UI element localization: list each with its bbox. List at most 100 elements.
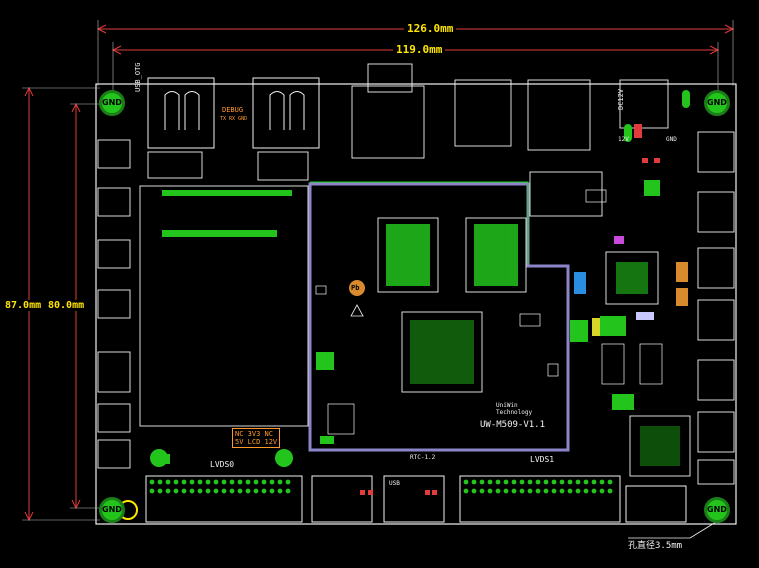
lvds-pin: [149, 488, 155, 494]
lvds-pin: [511, 488, 517, 494]
lvds-pin: [261, 479, 267, 485]
lvds-pin: [487, 479, 493, 485]
lvds-connectors: [145, 475, 687, 523]
lvds-pin: [189, 488, 195, 494]
lvds-pin: [197, 479, 203, 485]
lvds-pin: [527, 488, 533, 494]
lvds-pin: [583, 479, 589, 485]
lvds-pin: [181, 488, 187, 494]
lvds-pin: [543, 479, 549, 485]
lvds-pin: [165, 479, 171, 485]
lvds-pin: [269, 479, 275, 485]
lvds-pin: [535, 479, 541, 485]
lvds-pin: [197, 488, 203, 494]
lvds-pin: [221, 488, 227, 494]
lvds-pin: [575, 488, 581, 494]
lvds-pin: [479, 488, 485, 494]
lvds-pin: [471, 479, 477, 485]
lvds-pin: [157, 479, 163, 485]
lvds-pin: [543, 488, 549, 494]
module-brand-sub: Technology: [496, 409, 533, 416]
lvds-pin: [471, 488, 477, 494]
lvds-pin: [285, 488, 291, 494]
lvds-pin: [269, 488, 275, 494]
red-markers: [360, 158, 660, 495]
lvds-pin: [253, 479, 259, 485]
lvds-pin: [487, 488, 493, 494]
right-chips: [605, 251, 691, 477]
lvds-pin: [181, 479, 187, 485]
lvds1-label: LVDS1: [530, 455, 555, 464]
lvds-pin: [245, 488, 251, 494]
voltage-select-row1: NC 3V3 NC: [235, 430, 273, 438]
lvds-pin: [567, 479, 573, 485]
lvds-pin: [173, 479, 179, 485]
small-outline-components: [315, 189, 663, 435]
hole-diameter-note: 孔直径3.5mm: [628, 541, 683, 551]
colored-parts: [574, 124, 688, 336]
lvds-pin: [253, 488, 259, 494]
module-model: UW-M509-V1.1: [480, 420, 546, 430]
lvds-pin: [591, 479, 597, 485]
lvds-pin: [229, 488, 235, 494]
rtc-label: RTC-1.2: [410, 454, 436, 461]
lvds-pin: [213, 479, 219, 485]
lvds-pin: [559, 488, 565, 494]
lvds-pin: [591, 488, 597, 494]
dc12v-label: DC12V: [617, 88, 625, 110]
lvds-pin: [213, 488, 219, 494]
lvds-pin: [599, 488, 605, 494]
lvds-pin: [599, 479, 605, 485]
lvds-pin: [511, 479, 517, 485]
lvds-pin: [527, 479, 533, 485]
left-io-connectors: [97, 139, 131, 469]
lvds-pin: [463, 488, 469, 494]
lvds-pin: [245, 479, 251, 485]
lvds-pin: [173, 488, 179, 494]
mount-hole-bottom-left: GND: [99, 497, 125, 523]
lvds-pin: [519, 479, 525, 485]
top-components: [351, 63, 669, 217]
lvds-pin: [567, 488, 573, 494]
lvds-pins: [149, 479, 613, 494]
debug-pins-label: TX RX GND: [220, 116, 248, 122]
lvds-pin: [551, 488, 557, 494]
lvds-pin: [277, 479, 283, 485]
lvds-pin: [559, 479, 565, 485]
lvds-pin: [237, 488, 243, 494]
voltage-select-box: NC 3V3 NC 5V LCD 12V: [232, 428, 281, 448]
lvds-pin: [607, 488, 613, 494]
lvds-pin: [607, 479, 613, 485]
lvds-pin: [165, 488, 171, 494]
module-brand: UniWin: [496, 402, 518, 409]
lvds-pin: [157, 488, 163, 494]
lvds-pin: [479, 479, 485, 485]
lvds-pin: [189, 479, 195, 485]
lvds-pin: [229, 479, 235, 485]
debug-label: DEBUG: [222, 106, 244, 114]
lvds-pin: [221, 479, 227, 485]
lvds-pin: [149, 479, 155, 485]
pb-mark: Pb: [351, 284, 360, 292]
pb-circle: [349, 280, 365, 296]
mount-hole-top-right: GND: [704, 90, 730, 116]
mount-hole-bottom-right: GND: [704, 497, 730, 523]
card-slot: [139, 151, 309, 427]
bga-pads: [386, 224, 518, 384]
lvds-pin: [495, 479, 501, 485]
memory-chips: [377, 217, 527, 393]
dim-label-outer-width: 126.0mm: [404, 22, 457, 35]
dim-label-outer-height: 87.0mm: [5, 300, 42, 311]
large-pads: [150, 90, 690, 467]
dim-label-inner-height: 80.0mm: [48, 300, 85, 311]
hole-leader: [628, 521, 717, 539]
lvds0-label: LVDS0: [210, 460, 235, 469]
lvds-pin: [551, 479, 557, 485]
lvds-pin: [519, 488, 525, 494]
pin-gnd-label: GND: [666, 136, 677, 143]
lvds-pin: [237, 479, 243, 485]
lvds-pin: [205, 479, 211, 485]
dim-label-inner-width: 119.0mm: [393, 43, 446, 56]
